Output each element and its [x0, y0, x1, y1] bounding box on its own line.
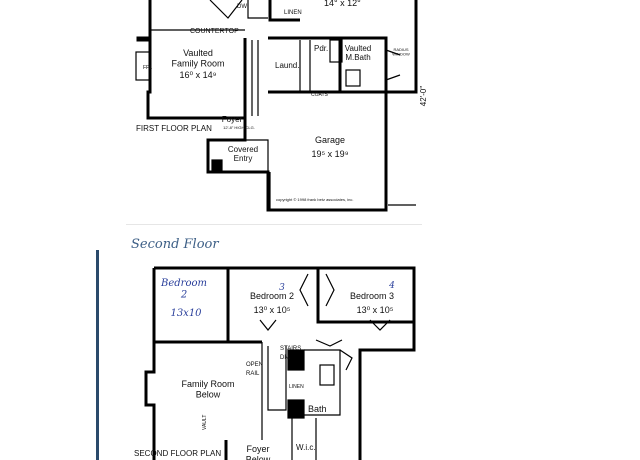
bedroom-4-number: 4 — [388, 281, 395, 291]
bedroom-2-dims-handwritten: 13x10 — [170, 308, 202, 319]
depth-dimension: 42'-0" — [419, 86, 428, 107]
bath-label: Bath — [308, 404, 327, 414]
fpl-label: FPL — [143, 65, 152, 71]
laundry-label: Laund. — [275, 61, 299, 70]
foyer-ceiling-note: 12'-8" HIGH CLG. — [223, 125, 255, 130]
bedroom-4-name: Bedroom 3 — [350, 291, 394, 301]
foyer-label: Foyer — [222, 115, 243, 124]
top-room-dims: 14° x 12° — [324, 0, 361, 8]
vault-label: VAULT — [202, 415, 208, 430]
family-room-dims: 16⁰ x 14⁹ — [180, 70, 217, 80]
section-heading: Second Floor — [131, 237, 219, 252]
first-floor-plan-title: FIRST FLOOR PLAN — [136, 124, 212, 133]
second-floor-plan-title: SECOND FLOOR PLAN — [134, 449, 221, 458]
first-floor-plan: COUNTERTOP DW LINEN 14° x 12° FPL Laund.… — [135, 0, 428, 212]
bedroom-3-name: Bedroom 2 — [250, 291, 294, 301]
section-divider — [126, 224, 422, 225]
copyright-text: copyright © 1998 frank betz associates, … — [276, 197, 353, 202]
wic-label: W.i.c. — [296, 443, 316, 452]
bedroom-4-dims: 13⁰ x 10⁵ — [357, 305, 394, 315]
dw-label: DW — [237, 4, 247, 10]
linen-label: LINEN — [284, 10, 302, 16]
countertop-label: COUNTERTOP — [190, 28, 239, 35]
garage-name: Garage — [315, 135, 345, 145]
left-accent-rule — [96, 250, 99, 460]
bedroom-3-dims: 13⁰ x 10⁵ — [254, 305, 291, 315]
coats-label: COATS — [311, 92, 329, 98]
bedroom-3-number: 3 — [279, 283, 285, 293]
garage-dims: 19⁵ x 19⁹ — [311, 149, 348, 159]
powder-label: Pdr. — [314, 44, 328, 53]
linen-label-2: LINEN — [289, 384, 304, 390]
